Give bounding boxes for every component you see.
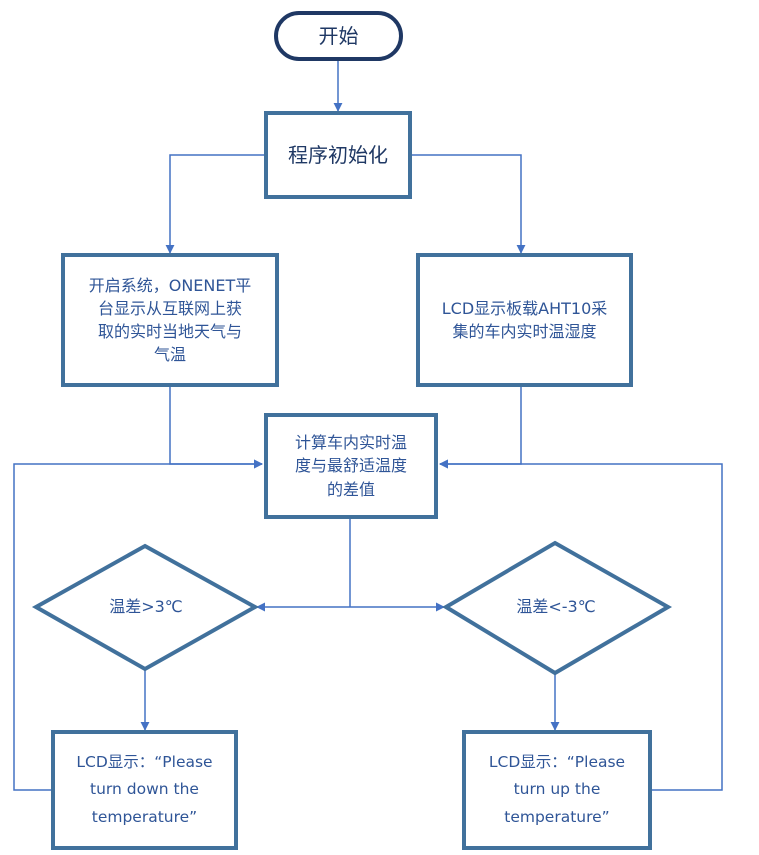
right-diamond-text: 温差<-3℃: [516, 597, 596, 617]
connector-right-lcd-loop-back: [439, 459, 723, 791]
left-lcd-box: [51, 730, 238, 850]
init-label-text: 程序初始化: [288, 142, 388, 167]
init-process-box: [264, 111, 412, 199]
left-process-box: [61, 253, 279, 387]
right-lcd-line: turn up the: [513, 780, 601, 799]
right-diamond-label: 温差<-3℃: [466, 590, 646, 624]
right-box-line: LCD显示板载AHT10采: [441, 298, 608, 318]
left-lcd-line: temperature”: [91, 807, 198, 826]
init-label: 程序初始化: [266, 113, 410, 197]
calc-box-line: 度与最舒适温度: [294, 456, 407, 476]
right-box-label: LCD显示板载AHT10采 集的车内实时温湿度: [418, 255, 631, 385]
start-label: 开始: [276, 13, 401, 59]
calc-box-line: 计算车内实时温: [294, 433, 407, 453]
right-decision-diamond: [442, 540, 673, 676]
right-lcd-line: LCD显示：“Please: [488, 753, 626, 772]
connector-init-to-left-box: [165, 154, 266, 254]
connector-left-box-to-calc: [169, 385, 263, 469]
connector-left-lcd-loop-back: [13, 459, 263, 791]
start-label-text: 开始: [318, 23, 359, 48]
left-diamond-text: 温差>3℃: [109, 597, 183, 617]
right-box-line: 集的车内实时温湿度: [452, 322, 597, 341]
left-lcd-line: LCD显示：“Please: [76, 753, 213, 772]
left-diamond-label: 温差>3℃: [56, 590, 236, 624]
left-box-label: 开启系统，ONENET平 台显示从互联网上获 取的实时当地天气与 气温: [63, 255, 277, 385]
start-terminal: [274, 11, 403, 61]
left-lcd-line: turn down the: [90, 780, 199, 799]
left-lcd-label: LCD显示：“Please turn down the temperature”: [53, 732, 236, 848]
calc-box-line: 的差值: [326, 479, 375, 499]
connector-right-box-to-calc: [439, 385, 522, 469]
right-lcd-line: temperature”: [504, 807, 610, 826]
right-lcd-label: LCD显示：“Please turn up the temperature”: [464, 732, 650, 848]
right-lcd-box: [462, 730, 652, 850]
left-box-line: 台显示从互联网上获: [97, 298, 242, 318]
right-process-box: [416, 253, 633, 387]
calc-process-box: [264, 413, 438, 519]
connector-init-to-right-box: [410, 154, 526, 254]
left-box-line: 取的实时当地天气与: [97, 322, 242, 341]
left-box-line: 开启系统，ONENET平: [88, 275, 252, 295]
left-box-line: 气温: [153, 345, 186, 365]
calc-box-label: 计算车内实时温 度与最舒适温度 的差值: [266, 415, 436, 517]
left-decision-diamond: [31, 543, 260, 672]
